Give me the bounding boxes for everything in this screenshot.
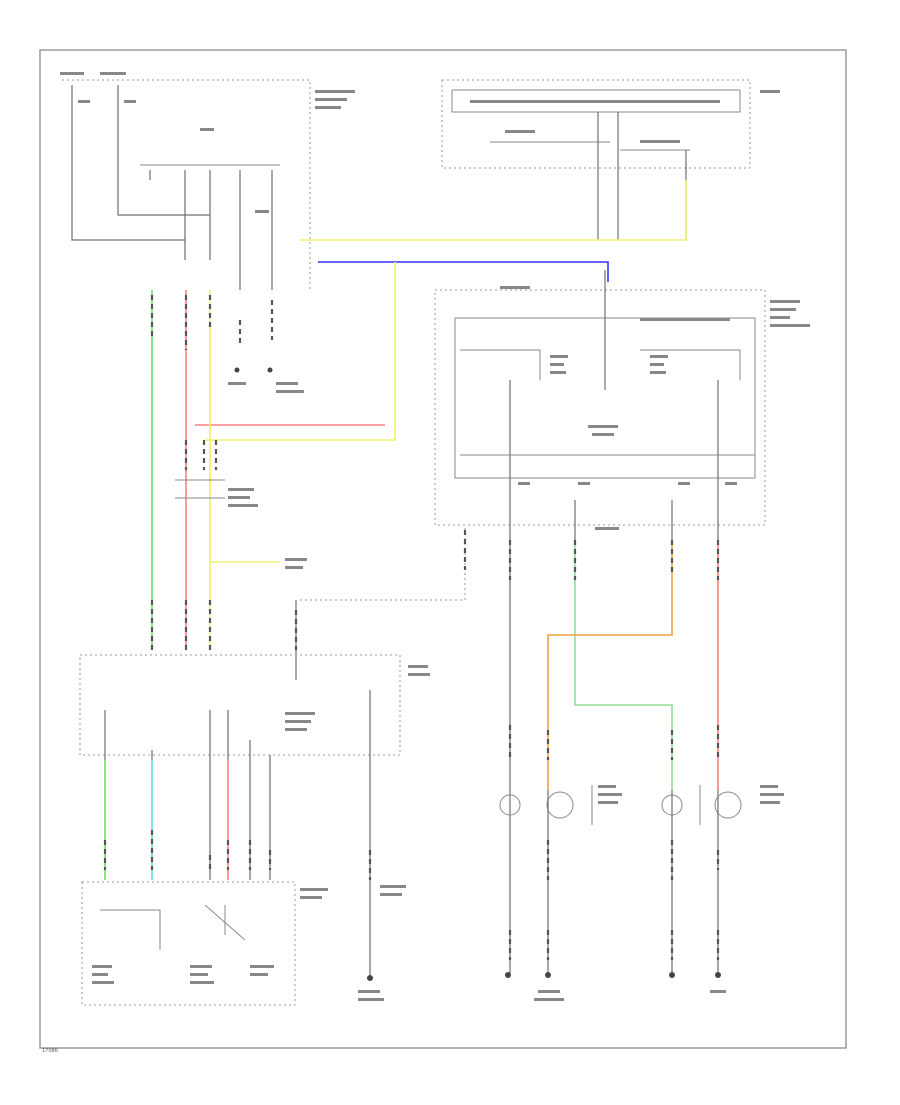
leveling-control-unit xyxy=(434,270,810,975)
left-headlight-lamp xyxy=(546,791,574,819)
wire-orange-right xyxy=(547,540,673,790)
figure-id: 17086 xyxy=(42,1048,58,1054)
headlight-control-unit xyxy=(79,654,430,760)
wire-blue xyxy=(318,261,609,282)
wire-yellow-top xyxy=(300,180,687,241)
underhood-fuse-relay-box xyxy=(60,72,355,290)
diagram-border xyxy=(39,49,847,1049)
gauge-control-unit xyxy=(441,79,780,240)
wire-green-right xyxy=(574,540,673,790)
right-headlight-lamp xyxy=(714,791,742,819)
combination-switch xyxy=(81,881,328,1006)
wire-yellow-down xyxy=(205,262,396,441)
left-actuator-motor xyxy=(499,794,521,816)
